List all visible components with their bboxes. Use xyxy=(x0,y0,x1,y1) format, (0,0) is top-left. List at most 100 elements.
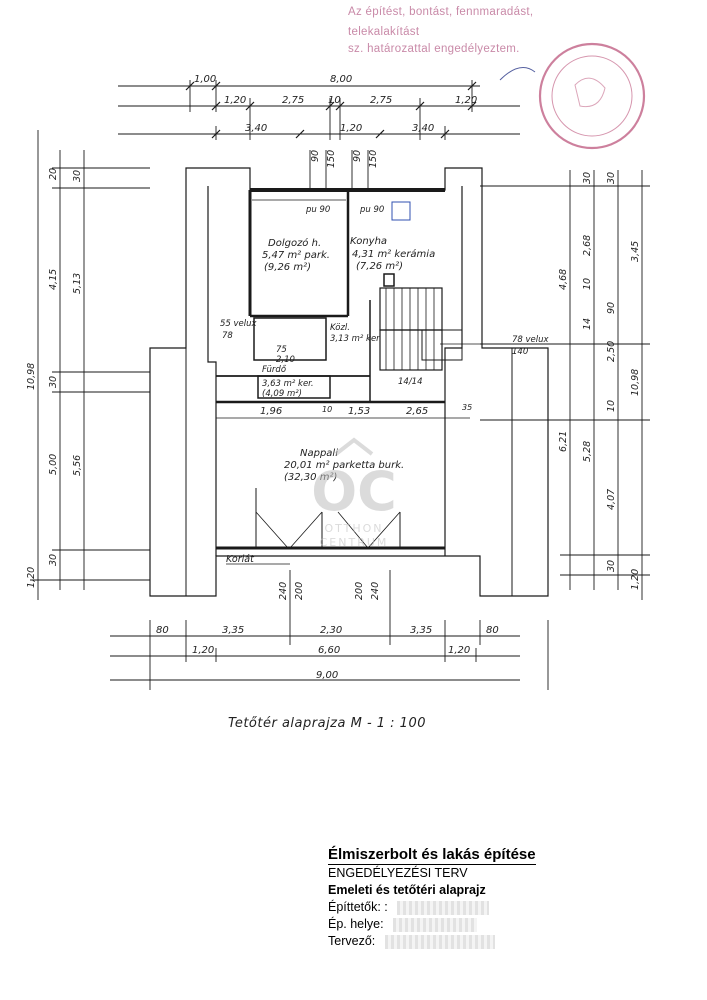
opening-bottom-240a: 240 xyxy=(278,582,289,600)
dim-left-10-98: 10,98 xyxy=(26,363,37,390)
opening-top-150a: 150 xyxy=(326,150,337,168)
dim-bottom-6-60: 6,60 xyxy=(318,645,340,656)
label-pu-90b: pu 90 xyxy=(359,205,384,215)
dim-left-30c: 30 xyxy=(72,170,83,182)
watermark-otthon: OTTHON xyxy=(324,522,383,535)
dim-bottom-2-30: 2,30 xyxy=(320,625,342,636)
dim-left-20: 20 xyxy=(48,168,59,180)
dim-left-5-13: 5,13 xyxy=(72,273,83,294)
label-velux-left: 55 velux xyxy=(220,319,258,329)
site-label: Ép. helye: xyxy=(328,917,384,931)
dim-right-30c: 30 xyxy=(606,172,617,184)
dim-right-1-20: 1,20 xyxy=(630,569,641,590)
dim-top-1-00: 1,00 xyxy=(194,74,216,85)
dim-right-4-07: 4,07 xyxy=(606,489,617,510)
left-dimension-lines xyxy=(30,130,150,600)
label-velux-right: 78 velux xyxy=(512,335,550,345)
dim-right-10a: 10 xyxy=(582,278,593,290)
dim-right-3-45: 3,45 xyxy=(630,241,641,262)
dim-right-10b: 10 xyxy=(606,400,617,412)
inner-dim-10: 10 xyxy=(322,405,332,414)
dim-top-3-40b: 3,40 xyxy=(412,123,434,134)
dim-bottom-80b: 80 xyxy=(486,625,499,636)
dim-left-1-20: 1,20 xyxy=(26,567,37,588)
building-walls xyxy=(149,167,560,597)
room-dolgozo-area: 5,47 m² park. xyxy=(262,250,330,261)
dim-top-1-20c: 1,20 xyxy=(340,123,362,134)
builders-row: Építtetők: : xyxy=(328,899,688,916)
dim-right-2-50: 2,50 xyxy=(606,341,617,362)
opening-top-90b: 90 xyxy=(352,150,363,162)
dim-top-1-20a: 1,20 xyxy=(224,95,246,106)
label-korlat: Korlát xyxy=(226,554,255,565)
builders-redacted xyxy=(397,900,490,915)
opening-bottom-240b: 240 xyxy=(370,582,381,600)
designer-redacted xyxy=(384,934,495,949)
room-furdo-name: Fürdő xyxy=(262,365,287,375)
dim-right-2-68: 2,68 xyxy=(582,235,593,256)
label-2-10: 2,10 xyxy=(276,355,295,365)
opening-top-90a: 90 xyxy=(310,150,321,162)
dim-left-30b: 30 xyxy=(48,554,59,566)
room-nappali-area2: (32,30 m²) xyxy=(284,472,337,483)
watermark-centrum: CENTRUM xyxy=(320,536,389,549)
label-velux-right-sub: 140 xyxy=(512,347,528,357)
opening-bottom-200b: 200 xyxy=(354,582,365,600)
dim-top-3-40a: 3,40 xyxy=(245,123,267,134)
watermark-logo-text: OC xyxy=(311,460,397,523)
right-dimension-lines xyxy=(480,170,650,600)
room-kozl-area: 3,13 m² ker. xyxy=(330,334,382,344)
room-dolgozo-name: Dolgozó h. xyxy=(268,237,321,249)
room-konyha-area: 4,31 m² kerámia xyxy=(352,248,435,260)
drawing-caption: Tetőtér alaprajza M - 1 : 100 xyxy=(228,716,426,731)
dim-right-5-28: 5,28 xyxy=(582,441,593,462)
inner-dim-35: 35 xyxy=(462,403,472,412)
opening-top-150b: 150 xyxy=(368,150,379,168)
dim-right-14: 14 xyxy=(582,318,593,330)
inner-dim-1-96: 1,96 xyxy=(260,406,282,417)
site-redacted xyxy=(393,917,478,932)
room-kozl-name: Közl. xyxy=(330,323,350,333)
designer-row: Tervező: xyxy=(328,933,688,950)
dim-bottom-3-35a: 3,35 xyxy=(222,625,244,636)
dim-right-30a: 30 xyxy=(582,172,593,184)
dim-left-4-15: 4,15 xyxy=(48,269,59,290)
title-block: Élmiszerbolt és lakás építése ENGEDÉLYEZ… xyxy=(328,846,688,950)
dim-right-90: 90 xyxy=(606,302,617,314)
top-dimension-ticks xyxy=(185,81,477,139)
builders-label: Építtetők: : xyxy=(328,900,388,914)
label-75: 75 xyxy=(276,345,287,355)
dim-bottom-9-00: 9,00 xyxy=(316,670,338,681)
dim-top-2-75a: 2,75 xyxy=(282,95,304,106)
dim-right-30b: 30 xyxy=(606,560,617,572)
blue-annotation-box xyxy=(391,201,411,221)
bottom-dimension-lines xyxy=(110,570,549,690)
otthon-centrum-watermark: OC OTTHON CENTRUM xyxy=(311,437,397,549)
site-row: Ép. helye: xyxy=(328,916,688,933)
room-konyha-area2: (7,26 m²) xyxy=(356,261,403,272)
label-pu-90a: pu 90 xyxy=(305,205,330,215)
label-velux-left-sub: 78 xyxy=(222,331,233,341)
dim-bottom-3-35b: 3,35 xyxy=(410,625,432,636)
room-dolgozo-area2: (9,26 m²) xyxy=(264,262,311,273)
dim-top-10: 10 xyxy=(328,95,341,106)
permit-stamp-line2: telekalakítást xyxy=(348,26,420,38)
inner-dim-2-65: 2,65 xyxy=(406,406,428,417)
room-furdo-area2: (4,09 m²) xyxy=(262,389,302,399)
dim-right-6-21: 6,21 xyxy=(558,431,569,452)
plan-name: Emeleti és tetőtéri alaprajz xyxy=(328,883,486,897)
opening-bottom-200a: 200 xyxy=(294,582,305,600)
room-furdo-area: 3,63 m² ker. xyxy=(262,379,314,389)
room-nappali-name: Nappali xyxy=(300,448,338,459)
project-title: Élmiszerbolt és lakás építése xyxy=(328,846,536,865)
dim-right-10-98: 10,98 xyxy=(630,369,641,396)
dim-top-2-75b: 2,75 xyxy=(370,95,392,106)
dim-left-5-56: 5,56 xyxy=(72,455,83,476)
dim-left-30a: 30 xyxy=(48,376,59,388)
permit-stamp-line3: sz. határozattal engedélyeztem. xyxy=(348,43,520,55)
dim-bottom-1-20a: 1,20 xyxy=(192,645,214,656)
room-konyha-name: Konyha xyxy=(350,236,387,247)
inner-dim-1-53: 1,53 xyxy=(348,406,370,417)
official-seal xyxy=(499,42,646,150)
